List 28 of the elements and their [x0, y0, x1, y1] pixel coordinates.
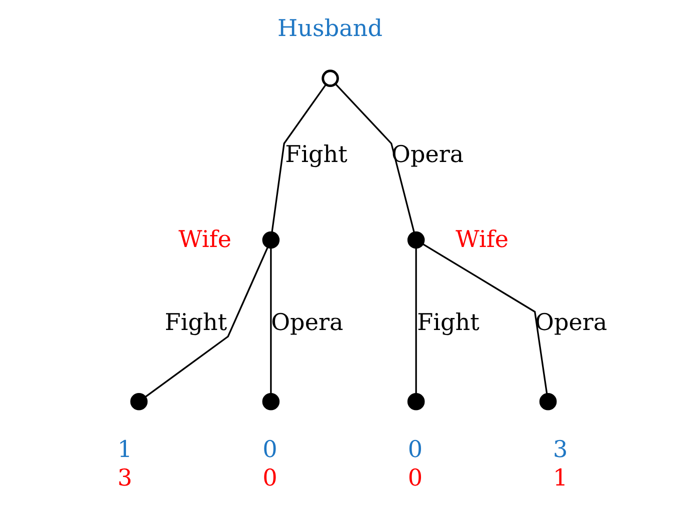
connector: [414, 248, 416, 394]
edge-label: Fight: [164, 310, 227, 336]
node-label: 3: [117, 465, 132, 492]
node-circle: [406, 231, 424, 249]
edge-label: Fight: [416, 310, 479, 336]
connector: [144, 246, 268, 398]
edge-label: Fight: [284, 142, 347, 168]
connector: [334, 83, 414, 233]
connector: [270, 248, 272, 394]
connector: [422, 243, 548, 394]
edge-label: Opera: [270, 310, 343, 336]
node-label: 0: [262, 465, 277, 492]
node-label: 3: [552, 437, 568, 464]
node-label: 0: [407, 465, 422, 492]
node-circle: [130, 392, 148, 410]
node-circle: [262, 231, 280, 249]
node-label: 1: [117, 437, 132, 464]
node-label: 0: [262, 437, 277, 464]
node-circle: [262, 392, 280, 410]
node-label: Wife: [178, 226, 231, 253]
node-circle: [406, 392, 424, 410]
connector: [270, 84, 326, 233]
node-label: Wife: [455, 226, 508, 253]
node-circle: [538, 392, 556, 410]
node-circle: [321, 70, 338, 87]
node-label: 0: [407, 437, 422, 464]
node-label: Husband: [277, 16, 382, 42]
node-label: 1: [552, 465, 568, 492]
